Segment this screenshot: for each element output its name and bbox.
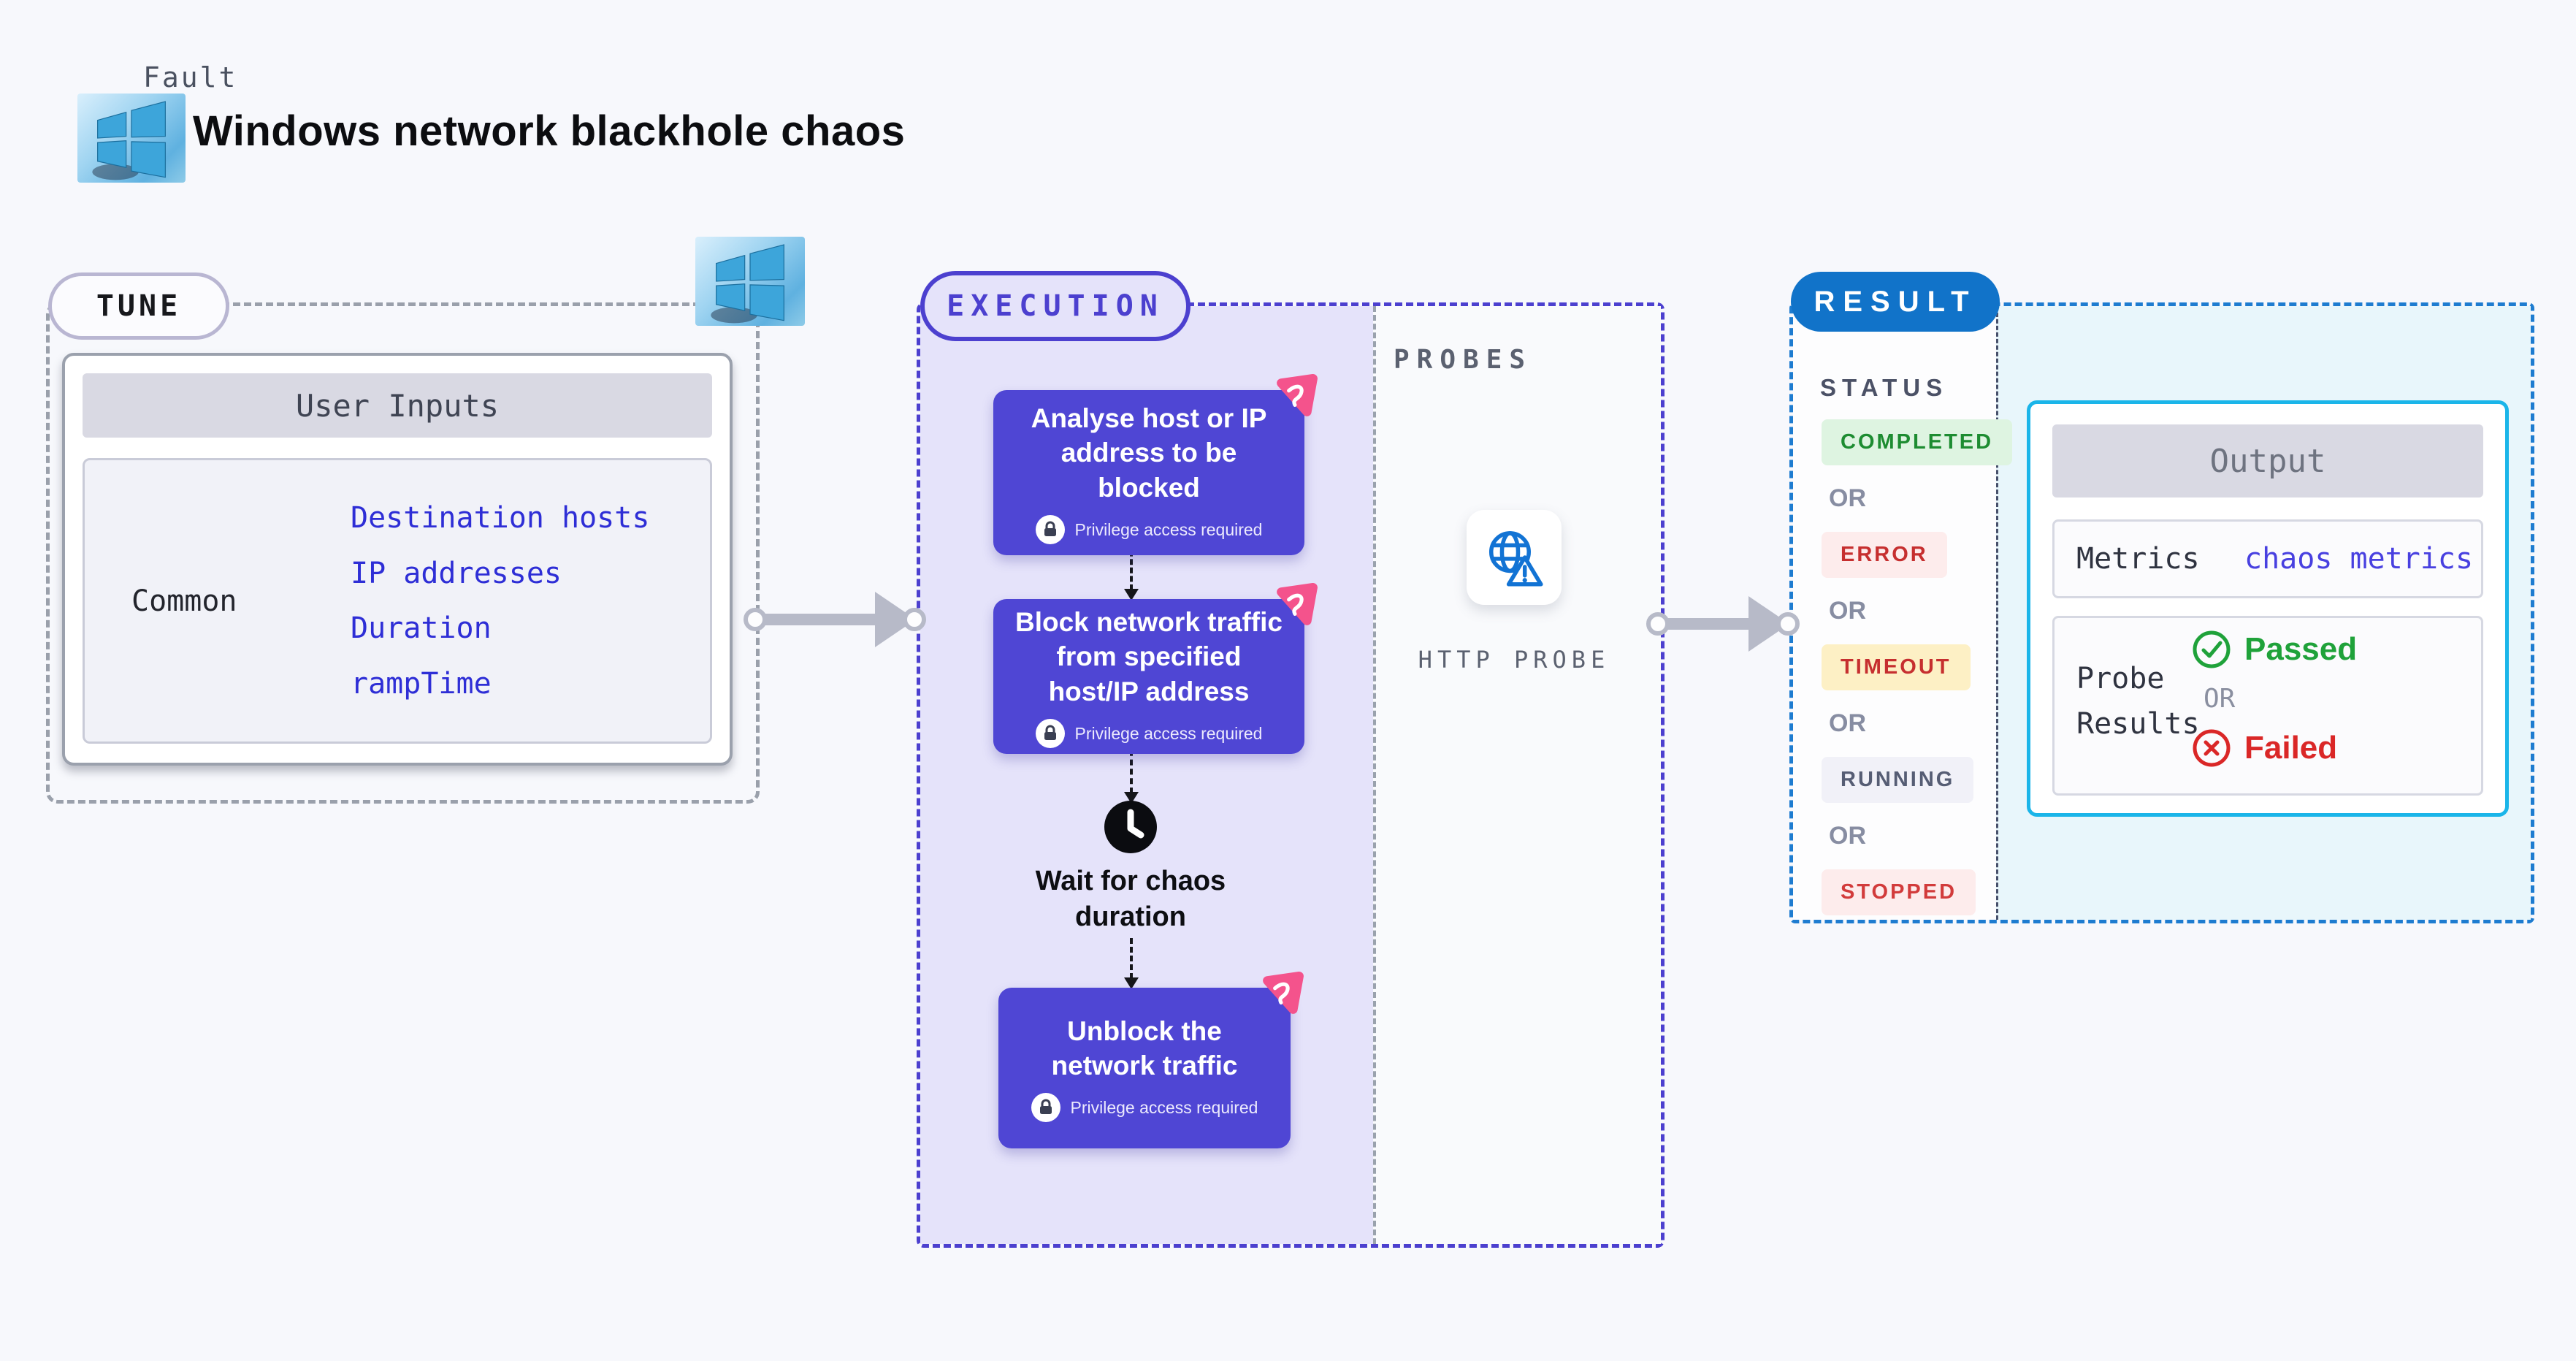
or-separator: OR (1829, 597, 1866, 625)
privilege-row: Privilege access required (1035, 515, 1263, 545)
litmus-chaos-icon (1277, 583, 1318, 625)
arrow-probes-to-result (1646, 593, 1800, 655)
windows-logo-glyph (711, 244, 784, 324)
status-lane (1793, 306, 1996, 920)
step-text: Unblock the network traffic (1051, 1015, 1238, 1080)
or-separator: OR (2204, 684, 2236, 714)
connector-wait-step3 (1124, 938, 1139, 989)
link-ramptime[interactable]: rampTime (351, 667, 492, 701)
tune-region (46, 302, 760, 804)
link-destination-hosts[interactable]: Destination hosts (351, 500, 650, 535)
status-badges: COMPLETED OR ERROR OR TIMEOUT OR RUNNING… (1822, 419, 2013, 934)
lock-icon (1035, 719, 1065, 749)
privilege-note: Privilege access required (1074, 519, 1263, 539)
passed-label: Passed (2244, 631, 2358, 667)
check-circle-icon (2193, 630, 2231, 668)
tune-pill: TUNE (48, 272, 229, 340)
page-title: Windows network blackhole chaos (193, 107, 906, 155)
clock-icon (1104, 801, 1157, 853)
user-inputs-row-label: Common (131, 584, 237, 618)
arrow-endpoint-dot (1646, 612, 1670, 636)
arrow-tune-to-execution (744, 589, 926, 650)
metrics-label: Metrics (2076, 542, 2200, 576)
step-text: Block network traffic from specified hos… (1015, 606, 1283, 706)
status-badge-stopped: STOPPED (1822, 869, 1976, 915)
failed-label: Failed (2244, 730, 2338, 766)
result-pill: RESULT (1791, 272, 2000, 332)
status-badge-timeout: TIMEOUT (1822, 644, 1971, 690)
lock-icon (1035, 515, 1065, 545)
windows-target-icon (695, 237, 805, 326)
metrics-row: Metrics chaos metrics (2052, 519, 2483, 598)
output-header: Output (2052, 424, 2483, 497)
passed-item: Passed (2192, 630, 2357, 669)
windows-logo-icon (77, 94, 186, 183)
execution-step-block: Block network traffic from specified hos… (993, 583, 1318, 754)
globe-alert-icon (1488, 531, 1543, 587)
arrow-head-icon (1124, 792, 1139, 804)
probes-heading: PROBES (1394, 345, 1533, 375)
arrow-head-icon (1124, 589, 1139, 601)
chaos-metrics-link[interactable]: chaos metrics (2244, 542, 2474, 576)
status-badge-completed: COMPLETED (1822, 419, 2013, 465)
user-inputs-body: Common Destination hosts IP addresses Du… (83, 458, 712, 744)
user-inputs-links: Destination hosts IP addresses Duration … (351, 460, 710, 742)
link-ip-addresses[interactable]: IP addresses (351, 556, 562, 590)
execution-step-unblock: Unblock the network traffic Privilege ac… (998, 972, 1304, 1148)
execution-pill: EXECUTION (920, 271, 1190, 341)
user-inputs-card: User Inputs Common Destination hosts IP … (62, 353, 733, 766)
probe-results-values: Passed OR Failed (2192, 630, 2357, 768)
status-heading: STATUS (1820, 374, 1949, 401)
litmus-chaos-icon (1263, 972, 1304, 1014)
status-badge-error: ERROR (1822, 532, 1947, 578)
arrow-endpoint-dot (1776, 612, 1800, 636)
wait-step-label: Wait for chaos duration (1035, 866, 1226, 933)
output-card: Output Metrics chaos metrics Probe Resul… (2027, 400, 2509, 817)
link-duration[interactable]: Duration (351, 611, 492, 646)
or-separator: OR (1829, 709, 1866, 737)
x-circle-icon (2193, 729, 2231, 767)
arrow-shaft (1662, 618, 1751, 630)
privilege-note: Privilege access required (1074, 723, 1263, 743)
privilege-row: Privilege access required (1031, 1093, 1258, 1123)
step-text: Analyse host or IP address to be blocked (1031, 403, 1267, 503)
privilege-note: Privilege access required (1070, 1097, 1258, 1117)
http-probe-card (1467, 510, 1562, 605)
arrow-head-icon (1124, 977, 1139, 989)
fault-kicker: Fault (143, 61, 238, 94)
execution-step-analyse: Analyse host or IP address to be blocked… (993, 374, 1318, 555)
or-separator: OR (1829, 484, 1866, 512)
arrow-endpoint-dot (903, 608, 926, 631)
http-probe-label: HTTP PROBE (1418, 646, 1610, 674)
or-separator: OR (1829, 822, 1866, 850)
failed-item: Failed (2192, 728, 2357, 768)
probe-results-row: Probe Results Passed OR Failed (2052, 616, 2483, 796)
litmus-chaos-icon (1277, 374, 1318, 416)
lock-icon (1031, 1093, 1060, 1123)
connector-step2-wait (1124, 741, 1139, 804)
probes-lane (1373, 306, 1661, 1244)
user-inputs-header: User Inputs (83, 373, 712, 438)
probe-results-label: Probe Results (2076, 662, 2200, 741)
connector-step1-step2 (1124, 542, 1139, 601)
arrow-endpoint-dot (744, 608, 767, 631)
arrow-shaft (760, 614, 878, 625)
privilege-row: Privilege access required (1035, 719, 1263, 749)
windows-logo-glyph (92, 101, 166, 180)
status-badge-running: RUNNING (1822, 757, 1974, 803)
